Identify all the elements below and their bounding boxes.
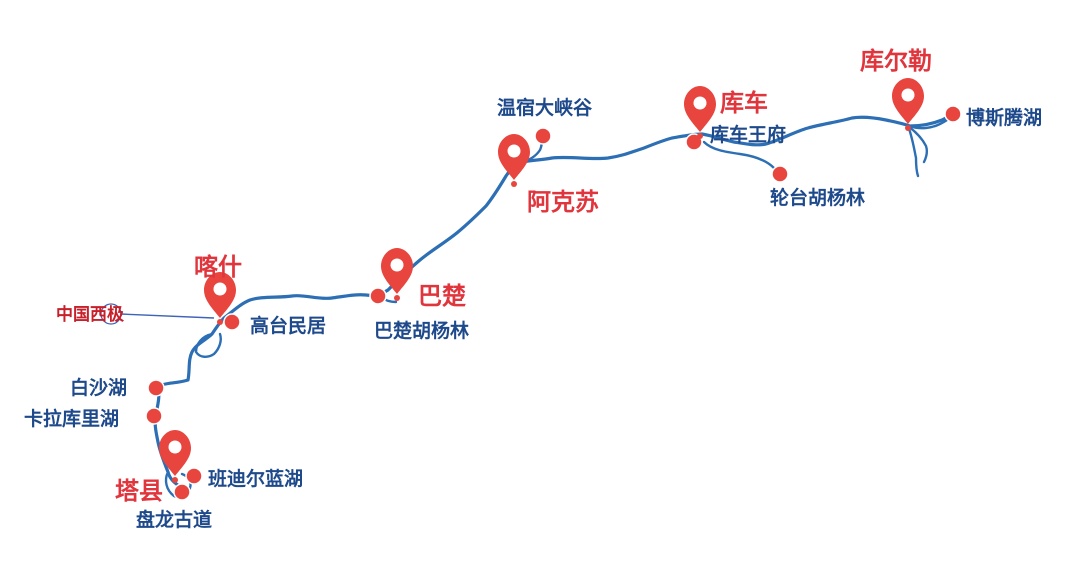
kashgar-loop — [194, 332, 222, 358]
poi-dot-icon[interactable] — [173, 483, 191, 501]
site-label-wensu-canyon: 温宿大峡谷 — [497, 96, 593, 119]
luntai-branch — [702, 140, 782, 178]
city-label-aksu: 阿克苏 — [527, 188, 599, 216]
site-label-luntai-poplar: 轮台胡杨林 — [770, 186, 865, 209]
poi-dot-icon[interactable] — [771, 165, 789, 183]
city-label-taxkorgan: 塔县 — [115, 477, 163, 505]
korla-branch-south-1 — [906, 124, 920, 178]
poi-dot-icon[interactable] — [944, 105, 962, 123]
poi-dot-icon[interactable] — [223, 313, 241, 331]
city-label-kashgar: 喀什 — [194, 253, 242, 281]
route-lines — [153, 112, 954, 499]
map-pin-icon[interactable] — [684, 86, 716, 139]
map-pin-icon[interactable] — [159, 430, 191, 483]
site-label-karakul-lake: 卡拉库里湖 — [24, 407, 119, 430]
site-label-gaotai: 高台民居 — [250, 314, 326, 337]
main-route — [153, 112, 954, 490]
site-label-kuqa-palace: 库车王府 — [710, 123, 786, 146]
site-label-bandier-lake: 班迪尔蓝湖 — [208, 467, 303, 490]
map-pin-icon[interactable] — [204, 272, 236, 325]
poi-dot-icon[interactable] — [369, 287, 387, 305]
poi-dot-icon[interactable] — [185, 467, 203, 485]
poi-dot-icon[interactable] — [147, 379, 165, 397]
site-label-panlong-road: 盘龙古道 — [136, 508, 212, 531]
city-label-bachu: 巴楚 — [418, 282, 466, 310]
map-pin-icon[interactable] — [381, 248, 413, 301]
map-pin-icon[interactable] — [498, 134, 530, 187]
korla-branch-south-2 — [906, 124, 929, 164]
westernmost-pointer-line — [119, 313, 215, 319]
map-pin-icon[interactable] — [892, 78, 924, 131]
city-label-korla: 库尔勒 — [860, 47, 932, 75]
site-label-westernmost: 中国西极 — [56, 304, 124, 325]
site-label-bosten-lake: 博斯腾湖 — [966, 106, 1042, 129]
site-label-baisha-lake: 白沙湖 — [70, 376, 127, 399]
poi-dot-icon[interactable] — [534, 127, 552, 145]
poi-dots — [145, 105, 962, 501]
westernmost-marker-circle — [100, 303, 122, 325]
poi-dot-icon[interactable] — [145, 407, 163, 425]
city-label-kuqa: 库车 — [720, 89, 768, 117]
site-label-bachu-poplar: 巴楚胡杨林 — [374, 319, 469, 342]
